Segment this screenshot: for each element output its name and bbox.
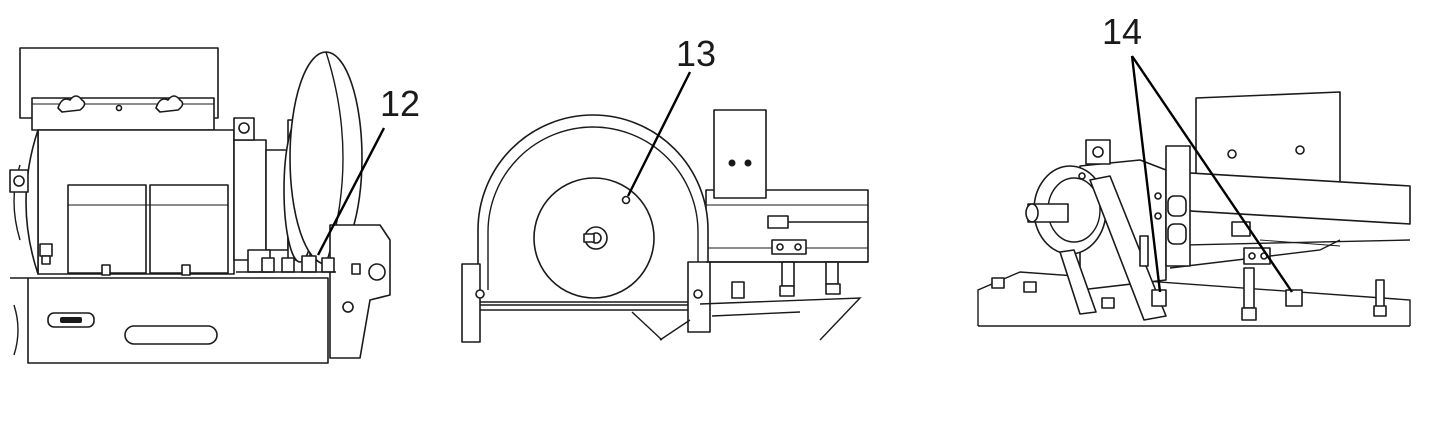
belt-strap: [1089, 175, 1167, 321]
knob-right: [155, 95, 184, 113]
back-plate: [713, 109, 767, 199]
knob-left: [57, 95, 86, 113]
panel-2-guard: [461, 71, 869, 343]
panel-1-grinder: [9, 47, 391, 364]
mount-bracket: [329, 224, 391, 359]
motor-panel-right: [149, 184, 229, 274]
bolt-14-right: [1285, 289, 1303, 307]
bolt-12: [301, 255, 317, 273]
motor-panel-left: [67, 184, 147, 274]
leader-12: [316, 127, 386, 256]
motor-end-cap: [25, 129, 39, 275]
leader-14-a: [1130, 55, 1162, 293]
callout-14: 14: [1102, 11, 1143, 52]
callout-12: 12: [380, 83, 421, 124]
point-13: [621, 195, 631, 205]
motor-top-plate: [31, 97, 215, 131]
callout-13: 13: [676, 33, 717, 74]
motor-flange: [233, 139, 267, 261]
panel-3-belt: [977, 55, 1411, 327]
cabinet-handle: [124, 325, 218, 345]
leader-14-b: [1131, 55, 1293, 293]
leader-13: [626, 71, 692, 197]
bolt-14-left: [1151, 289, 1167, 307]
